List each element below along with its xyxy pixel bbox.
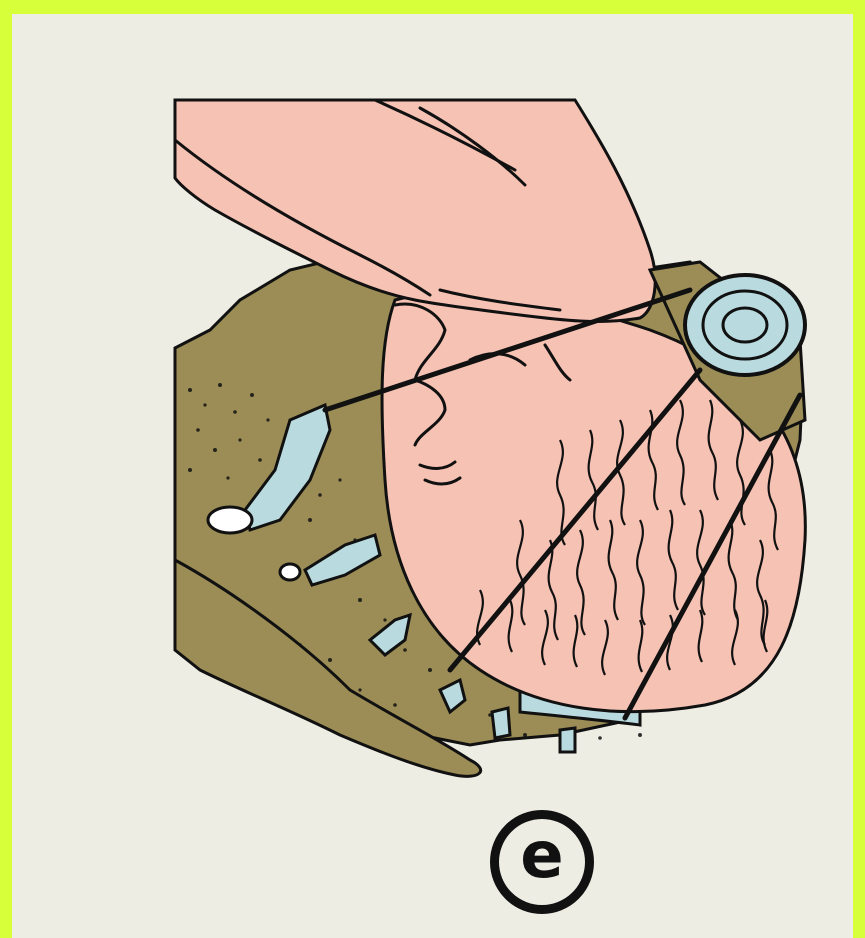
hand [175, 100, 655, 321]
panel-label-text: e [520, 824, 563, 888]
panel-label-badge: e [490, 810, 594, 914]
